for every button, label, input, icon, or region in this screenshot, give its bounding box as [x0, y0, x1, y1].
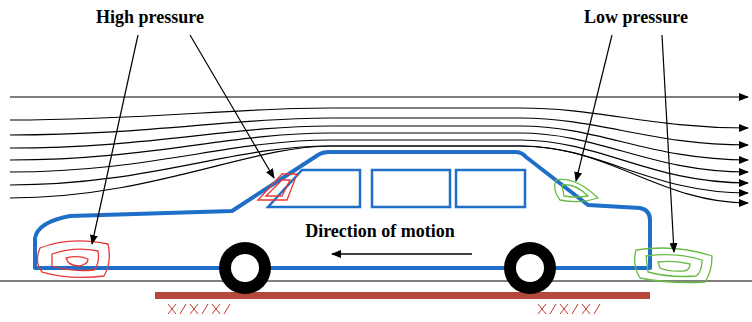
car-wheel [219, 242, 556, 294]
motion-label: Direction of motion [305, 222, 455, 242]
road-hatch [168, 304, 600, 314]
pressure-label: Low pressure [584, 8, 688, 28]
motion-arrow [332, 253, 472, 255]
low-pressure-zone [555, 179, 712, 282]
car-window [268, 170, 525, 207]
pressure-label: High pressure [96, 8, 204, 28]
car-body [35, 152, 650, 268]
ground-line [0, 280, 752, 281]
high-pressure-zone [37, 174, 297, 277]
road-bar [155, 292, 650, 299]
leader-arrow [92, 35, 674, 252]
